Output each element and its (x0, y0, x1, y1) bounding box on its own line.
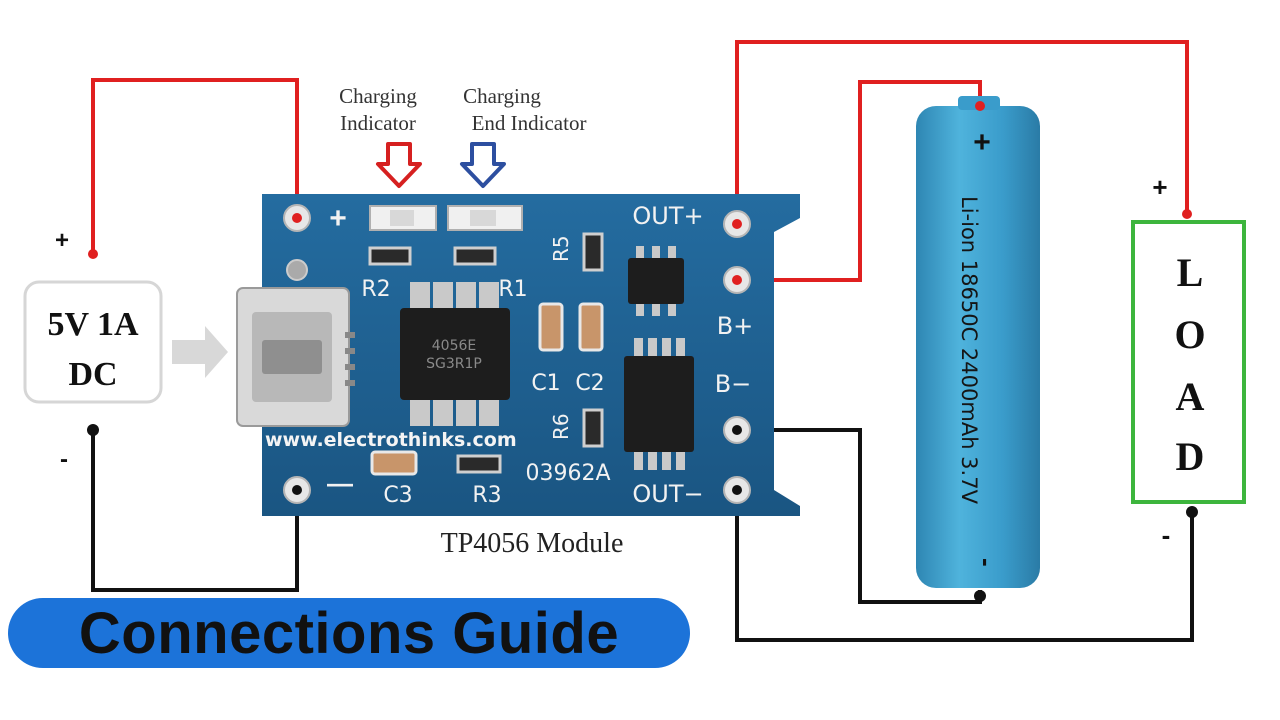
ic-marking-line2: SG3R1P (426, 356, 482, 372)
load-minus: - (1162, 520, 1171, 550)
c2-label: C2 (575, 371, 604, 396)
capacitor-c2 (578, 302, 604, 352)
resistor-r5 (582, 232, 604, 272)
c1-label: C1 (531, 371, 560, 396)
tp4056-board: + — R2 R1 4056E SG3R1P C1 C2 (236, 194, 800, 516)
end-indicator-arrow-icon (460, 142, 506, 188)
battery-label: Li-ion 18650C 2400mAh 3.7V (957, 196, 981, 505)
pad-minus-label: — (327, 468, 353, 498)
power-source-plus: + (55, 227, 69, 254)
end-indicator-label-line1: Charging (463, 84, 541, 108)
r6-label: R6 (549, 413, 573, 440)
resistor-r6 (582, 408, 604, 448)
module-caption: TP4056 Module (441, 528, 624, 559)
charging-indicator-arrow-icon (376, 142, 422, 188)
mosfet-ic (624, 338, 694, 470)
out-minus-label: OUT− (632, 480, 703, 508)
load-negative-terminal (1186, 506, 1198, 518)
out-negative-wire (735, 490, 1194, 642)
r3-label: R3 (472, 483, 501, 508)
ic-marking-line1: 4056E (432, 338, 476, 354)
c3-label: C3 (383, 483, 412, 508)
power-source-line1: 5V 1A (48, 306, 139, 343)
battery-positive-wire (737, 80, 982, 282)
load-box: L O A D + - (1131, 172, 1246, 550)
resistor-r1 (453, 246, 497, 266)
charging-indicator-label-line2: Indicator (340, 111, 416, 135)
protection-ic-small (628, 246, 684, 316)
end-indicator-label-line2: End Indicator (472, 111, 587, 135)
battery-minus: - (972, 558, 1002, 567)
capacitor-c3 (370, 450, 418, 476)
power-source: 5V 1A DC + - (23, 227, 163, 473)
battery-positive-terminal (975, 101, 985, 111)
input-negative-wire (91, 430, 299, 592)
load-letter-a: A (1176, 374, 1205, 419)
b-minus-label: B− (715, 370, 752, 398)
resistor-r3 (456, 454, 502, 474)
r1-label: R1 (498, 277, 527, 302)
r5-label: R5 (549, 235, 573, 262)
input-arrow-icon (172, 326, 228, 378)
battery: + Li-ion 18650C 2400mAh 3.7V - (916, 96, 1040, 602)
guide-title-banner: Connections Guide (8, 598, 690, 668)
battery-plus: + (973, 126, 991, 159)
load-letter-l: L (1177, 250, 1204, 295)
load-letter-d: D (1176, 434, 1205, 479)
load-positive-terminal (1182, 209, 1192, 219)
out-plus-label: OUT+ (632, 202, 703, 230)
battery-negative-terminal (974, 590, 986, 602)
capacitor-c1 (538, 302, 564, 352)
input-positive-wire (91, 78, 299, 252)
pad-plus-label: + (329, 202, 347, 235)
charging-indicator-label-line1: Charging (339, 84, 417, 108)
power-source-negative-terminal (87, 424, 99, 436)
power-source-positive-terminal (88, 249, 98, 259)
out-positive-wire (735, 40, 1189, 222)
resistor-r2 (368, 246, 412, 266)
tp4056-ic: 4056E SG3R1P (400, 282, 510, 426)
website-watermark: www.electrothinks.com (265, 429, 517, 451)
load-plus: + (1152, 172, 1167, 202)
power-source-minus: - (60, 446, 68, 473)
r2-label: R2 (361, 277, 390, 302)
load-letter-o: O (1174, 312, 1205, 357)
part-code-label: 03962A (525, 461, 610, 486)
power-source-line2: DC (68, 356, 117, 393)
guide-title: Connections Guide (78, 600, 620, 666)
b-plus-label: B+ (717, 312, 754, 340)
